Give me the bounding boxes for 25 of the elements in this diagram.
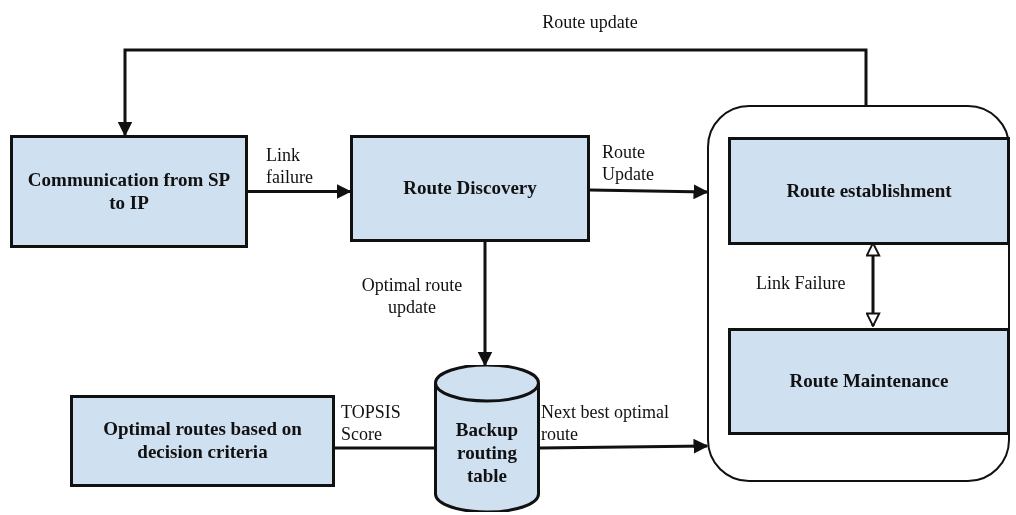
process-box [350,135,590,242]
box-label: Route Discovery [403,177,537,200]
arrow [865,242,881,327]
arrow [117,48,868,137]
process-box [10,135,248,248]
edge-label: Link failure [266,145,314,189]
edge-label: Link Failure [756,273,846,295]
process-box [728,137,1010,245]
group-container [707,105,1010,482]
arrow [248,184,352,199]
arrow [539,438,709,454]
edge-label: Optimal route update [360,275,464,319]
edge-label: TOPSIS Score [341,402,402,446]
box-label: Communication from SP to IP [26,168,232,215]
process-box [728,328,1010,435]
box-label: Backup routing table [454,419,520,488]
edge-label: Next best optimal route [541,402,670,446]
box-label: Route establishment [786,179,952,203]
process-box [70,395,335,487]
arrow [589,184,709,200]
edge-label: Route update [541,12,639,34]
arrow [477,242,493,367]
box-label: Optimal routes based on decision criteria [102,418,303,464]
box-label: Route Maintenance [789,370,949,393]
edge-label: Route Update [602,142,655,186]
